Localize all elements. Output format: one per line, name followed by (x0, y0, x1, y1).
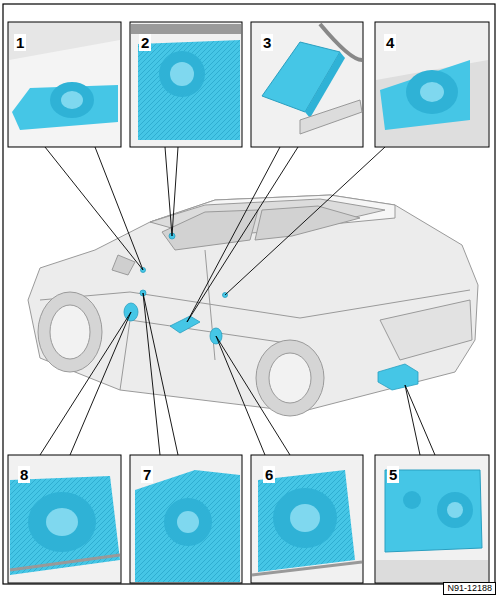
callout-number: 8 (18, 466, 30, 483)
figure-code: N91-12188 (443, 582, 496, 595)
callout-number: 2 (139, 34, 151, 51)
callout-number: 1 (14, 34, 26, 51)
inset-2 (130, 22, 242, 147)
leader-lines (40, 147, 435, 455)
callout-number: 3 (261, 34, 273, 51)
callout-number: 7 (141, 466, 153, 483)
inset-6 (251, 455, 363, 583)
callout-number: 5 (387, 466, 399, 483)
inset-8 (8, 455, 121, 583)
inset-4 (375, 22, 489, 147)
inset-5 (375, 455, 489, 583)
inset-7 (130, 455, 242, 583)
callout-number: 6 (263, 466, 275, 483)
speaker-markers (124, 233, 418, 390)
inset-3 (251, 22, 363, 147)
inset-1 (8, 22, 121, 147)
car (28, 195, 478, 416)
callout-number: 4 (384, 34, 396, 51)
